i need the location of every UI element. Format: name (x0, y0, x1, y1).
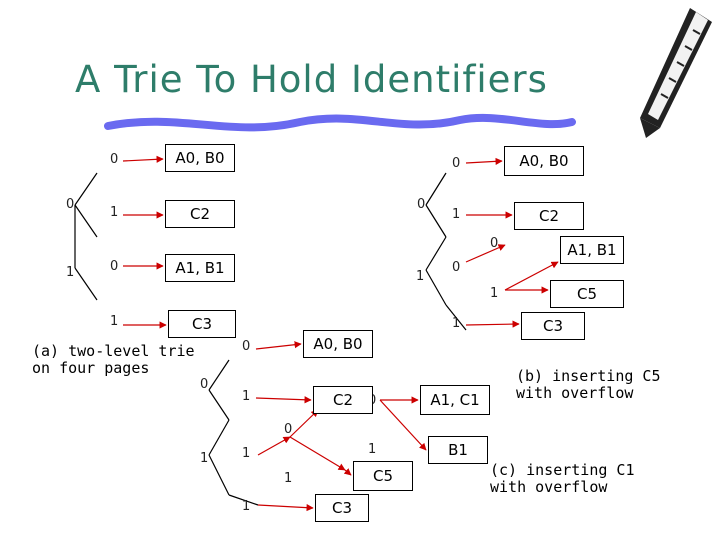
trie-b-edges (425, 172, 467, 331)
trie-b-edge-label: 0 (417, 197, 426, 212)
trie-c-arrows (255, 341, 427, 512)
trie-c-leaf-page: C2 (313, 386, 373, 414)
trie-c-edge-label: 1 (284, 471, 293, 486)
trie-c-leaf-page: C5 (353, 461, 413, 491)
trie-a-edge-label: 0 (66, 197, 75, 212)
trie-c-edges (208, 359, 259, 506)
trie-b-leaf-page: C5 (550, 280, 624, 308)
trie-c-edge-label: 1 (242, 389, 251, 404)
page-title: A Trie To Hold Identifiers (75, 58, 548, 101)
trie-b-edge-label: 0 (452, 260, 461, 275)
trie-a-edge-label: 1 (110, 314, 119, 329)
trie-b-leaf-page: A1, B1 (560, 236, 624, 264)
trie-a-edge-label: 1 (110, 205, 119, 220)
trie-c-edge-label: 0 (200, 377, 209, 392)
trie-a-leaf-page: A0, B0 (165, 144, 235, 172)
trie-a-leaf-page: A1, B1 (165, 254, 235, 282)
trie-b-leaf-page: C3 (521, 312, 585, 340)
trie-a-edges (74, 172, 98, 301)
trie-c-leaf-page: B1 (428, 436, 488, 464)
pencil-icon (640, 8, 712, 138)
trie-c-edge-label: 0 (284, 422, 293, 437)
trie-a-arrows (122, 155, 167, 329)
trie-c-leaf-page: A0, B0 (303, 330, 373, 358)
trie-b-edge-label: 0 (490, 236, 499, 251)
trie-c-edge-label: 1 (368, 442, 377, 457)
trie-c-leaf-page: C3 (315, 494, 369, 522)
trie-b-arrows (465, 157, 559, 328)
trie-c-edge-label: 1 (242, 446, 251, 461)
trie-b-edge-label: 1 (490, 286, 499, 301)
trie-b-leaf-page: A0, B0 (504, 146, 584, 176)
trie-b-edge-label: 0 (452, 156, 461, 171)
trie-a-leaf-page: C2 (165, 200, 235, 228)
trie-c-leaf-page: A1, C1 (420, 385, 490, 415)
trie-a-edge-label: 0 (110, 152, 119, 167)
trie-a-edge-label: 0 (110, 259, 119, 274)
trie-c-edge-label: 1 (200, 451, 209, 466)
trie-c-edge-label: 1 (242, 499, 251, 514)
trie-b-edge-label: 1 (452, 207, 461, 222)
trie-a-edge-label: 1 (66, 265, 75, 280)
trie-b-edge-label: 1 (416, 269, 425, 284)
trie-b-leaf-page: C2 (514, 202, 584, 230)
trie-c-edge-label: 0 (242, 339, 251, 354)
trie-a-leaf-page: C3 (168, 310, 236, 338)
title-underline (104, 113, 576, 132)
trie-b-edge-label: 1 (452, 316, 461, 331)
